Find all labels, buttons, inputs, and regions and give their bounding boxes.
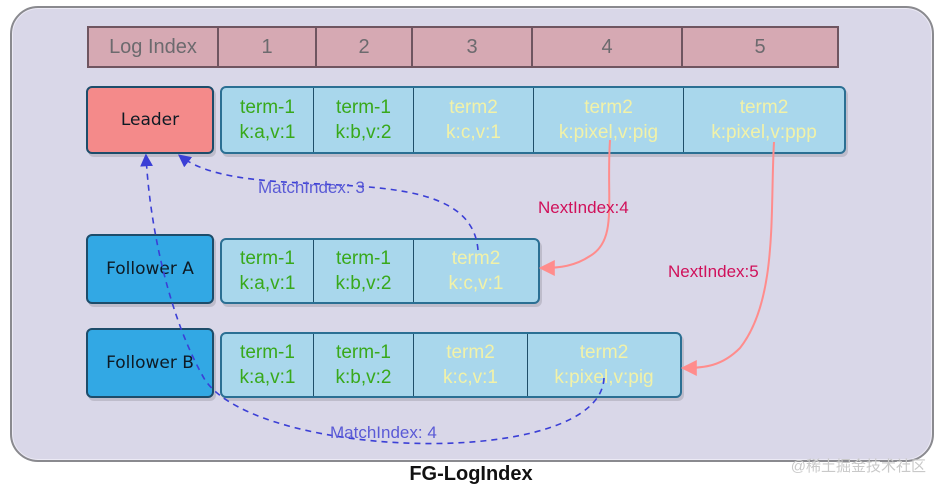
diagram-title: FG-LogIndex [409, 463, 533, 485]
follower-b-node: Follower B [86, 328, 214, 398]
watermark: @稀土掘金技术社区 [790, 458, 926, 475]
next-index-a-arrow [538, 139, 611, 276]
log-index-cell: 3 [413, 28, 533, 66]
log-index-cell: 4 [533, 28, 683, 66]
leader-label: Leader [120, 110, 180, 130]
log-index-row: Log Index 1 2 3 4 5 [87, 26, 839, 68]
entry-kv: k:c,v:1 [446, 122, 501, 143]
entry-kv: k:c,v:1 [448, 273, 504, 294]
entry-kv: k:a,v:1 [239, 367, 296, 388]
entry-kv: k:c,v:1 [443, 367, 498, 388]
log-index-header: Log Index [89, 28, 219, 66]
entry-term: term-1 [336, 342, 391, 363]
log-entry: term-1 k:a,v:1 [222, 334, 314, 396]
entry-kv: k:a,v:1 [239, 273, 296, 294]
log-entry: term2 k:c,v:1 [414, 240, 538, 302]
log-entry: term-1 k:b,v:2 [314, 334, 414, 396]
log-entry: term-1 k:a,v:1 [222, 240, 314, 302]
entry-term: term2 [739, 97, 789, 118]
log-entry: term2 k:pixel,v:pig [528, 334, 680, 396]
entry-term: term-1 [240, 248, 295, 269]
entry-term: term2 [449, 97, 498, 118]
follower-b-log: term-1 k:a,v:1 term-1 k:b,v:2 term2 k:c,… [220, 332, 682, 398]
log-entry: term2 k:pixel,v:pig [534, 88, 684, 152]
next-index-b-arrow [680, 141, 775, 376]
log-entry: term2 k:pixel,v:ppp [684, 88, 844, 152]
log-entry: term-1 k:b,v:2 [314, 240, 414, 302]
entry-kv: k:b,v:2 [335, 273, 392, 294]
entry-kv: k:pixel,v:ppp [711, 122, 817, 143]
entry-term: term2 [584, 97, 633, 118]
match-index-a-arrow [177, 154, 479, 251]
entry-term: term2 [579, 342, 629, 363]
follower-a-label: Follower A [106, 259, 194, 279]
log-entry: term2 k:c,v:1 [414, 88, 534, 152]
entry-kv: k:b,v:2 [335, 122, 392, 143]
follower-a-node: Follower A [86, 234, 214, 304]
log-index-cell: 5 [754, 36, 766, 58]
entry-term: term-1 [240, 97, 295, 118]
entry-term: term-1 [336, 97, 391, 118]
entry-term: term-1 [336, 248, 391, 269]
follower-b-label: Follower B [106, 353, 194, 373]
match-index-b-label: MatchIndex: 4 [330, 423, 437, 442]
entry-kv: k:pixel,v:pig [554, 367, 654, 388]
leader-node: Leader [86, 86, 214, 154]
log-index-cell: 2 [317, 28, 413, 66]
follower-a-log: term-1 k:a,v:1 term-1 k:b,v:2 term2 k:c,… [220, 238, 540, 304]
log-entry: term-1 k:b,v:2 [314, 88, 414, 152]
entry-term: term2 [451, 248, 501, 269]
entry-kv: k:a,v:1 [239, 122, 296, 143]
next-index-a-label: NextIndex:4 [538, 198, 629, 217]
next-index-b-label: NextIndex:5 [668, 262, 759, 281]
leader-log: term-1 k:a,v:1 term-1 k:b,v:2 term2 k:c,… [220, 86, 846, 154]
entry-term: term2 [446, 342, 495, 363]
entry-kv: k:b,v:2 [335, 367, 392, 388]
match-index-a-label: MatchIndex: 3 [258, 178, 365, 197]
log-index-cell: 1 [219, 28, 317, 66]
entry-kv: k:pixel,v:pig [558, 122, 659, 143]
entry-term: term-1 [240, 342, 295, 363]
match-index-b-arrow [140, 153, 605, 445]
log-entry: term2 k:c,v:1 [414, 334, 528, 396]
log-entry: term-1 k:a,v:1 [222, 88, 314, 152]
